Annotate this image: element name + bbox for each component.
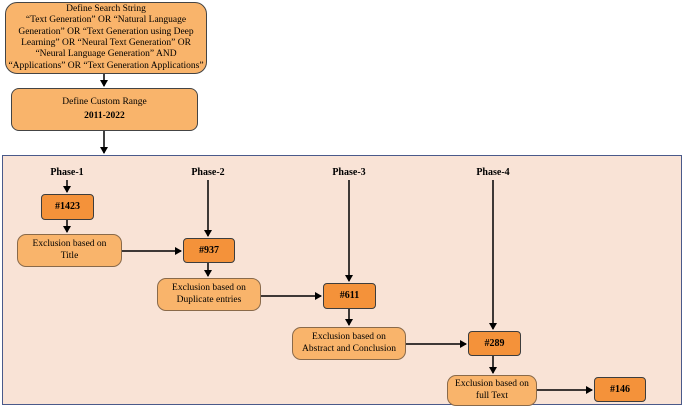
phase-1-label: Phase-1 — [50, 167, 84, 178]
exclusion-fulltext-box: Exclusion based on full Text — [447, 375, 537, 406]
exclusion-2-line-2: Duplicate entries — [176, 294, 242, 305]
count-146: #146 — [594, 377, 646, 402]
range-label: Define Custom Range — [62, 97, 147, 108]
range-years: 2011-2022 — [84, 110, 125, 121]
phases-panel — [2, 155, 682, 405]
phase-4-label: Phase-4 — [476, 167, 510, 178]
count-611: #611 — [323, 283, 376, 309]
exclusion-2-line-1: Exclusion based on — [172, 283, 246, 294]
search-line-4: Learning” OR “Neural Text Generation” OR — [21, 38, 191, 48]
search-line-5: “Neural Language Generation” AND — [35, 49, 177, 60]
count-937: #937 — [183, 238, 235, 263]
exclusion-1-line-1: Exclusion based on — [32, 239, 107, 250]
phase-3-label: Phase-3 — [332, 167, 366, 178]
custom-range-box: Define Custom Range 2011-2022 — [11, 88, 198, 131]
count-289: #289 — [468, 331, 521, 356]
exclusion-title-box: Exclusion based on Title — [17, 234, 122, 267]
exclusion-4-line-1: Exclusion based on — [455, 379, 529, 390]
exclusion-3-line-1: Exclusion based on — [312, 332, 386, 343]
search-line-6: “Applications” OR “Text Generation Appli… — [8, 60, 204, 71]
exclusion-abstract-box: Exclusion based on Abstract and Conclusi… — [292, 327, 406, 360]
search-line-1: Define Search String — [66, 3, 146, 14]
search-string-box: Define Search String “Text Generation” O… — [5, 2, 207, 74]
search-line-2: “Text Generation” OR “Natural Language — [25, 15, 187, 26]
search-line-3: Generation” OR “Text Generation using De… — [18, 26, 194, 37]
exclusion-1-line-2: Title — [60, 250, 79, 261]
count-1423: #1423 — [41, 194, 94, 220]
phase-2-label: Phase-2 — [191, 167, 225, 178]
exclusion-4-line-2: full Text — [475, 390, 509, 401]
exclusion-duplicate-box: Exclusion based on Duplicate entries — [157, 278, 261, 311]
exclusion-3-line-2: Abstract and Conclusion — [302, 343, 396, 354]
